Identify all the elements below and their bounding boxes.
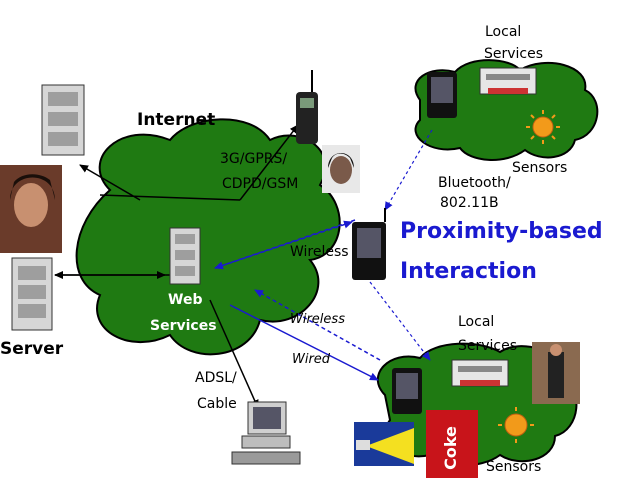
wireless-label-mid: Wireless [290, 312, 345, 327]
printer-bottom-icon [451, 359, 509, 387]
cellular-label-line2: CDPD/GSM [222, 176, 298, 192]
web-server-icon [169, 227, 201, 285]
bluetooth-label-line2: 802.11B [440, 195, 499, 211]
web-services-label-line1: Web [168, 292, 202, 308]
internet-connections [54, 124, 299, 409]
cellular-label-line1: 3G/GPRS/ [220, 151, 287, 167]
sensors-top-label: Sensors [512, 160, 567, 176]
coke-label: Coke [441, 426, 460, 470]
coke-can-photo: Coke [426, 410, 478, 478]
sun-sensor-top-icon [526, 110, 560, 144]
mobile-phone-icon [296, 70, 318, 144]
internet-cloud [75, 118, 341, 356]
pda-icon [352, 208, 386, 280]
local-services-cloud-top [414, 59, 599, 161]
local-services-top-line2: Services [484, 46, 543, 62]
proximity-label-line2: Interaction [400, 259, 537, 284]
person-photo-small [322, 145, 360, 193]
pda-bottom-icon [392, 368, 422, 414]
local-services-top-line1: Local [485, 24, 521, 40]
bluetooth-label-line1: Bluetooth/ [438, 175, 511, 191]
internet-label: Internet [137, 110, 215, 130]
projector-icon [354, 422, 414, 466]
wireless-links [214, 129, 433, 381]
adsl-label-line1: ADSL/ [195, 370, 237, 386]
person-photo [0, 165, 62, 253]
adsl-label-line2: Cable [197, 396, 237, 412]
proximity-label-line1: Proximity-based [400, 219, 603, 244]
server-label: Server [0, 339, 64, 359]
sun-sensor-bottom-icon [498, 407, 534, 443]
person-photo-right [532, 342, 580, 404]
local-services-bottom-line2: Services [458, 338, 517, 354]
web-services-label-line2: Services [150, 318, 217, 334]
pda-top-icon [427, 72, 457, 118]
server-left-icon [11, 257, 53, 331]
wired-label: Wired [292, 352, 331, 367]
desktop-computer-icon [231, 401, 301, 465]
local-services-bottom-line1: Local [458, 314, 494, 330]
sensors-bottom-label: Sensors [486, 459, 541, 475]
printer-top-icon [479, 67, 537, 95]
server-icon [41, 84, 85, 156]
wireless-label-top: Wireless [290, 244, 349, 260]
